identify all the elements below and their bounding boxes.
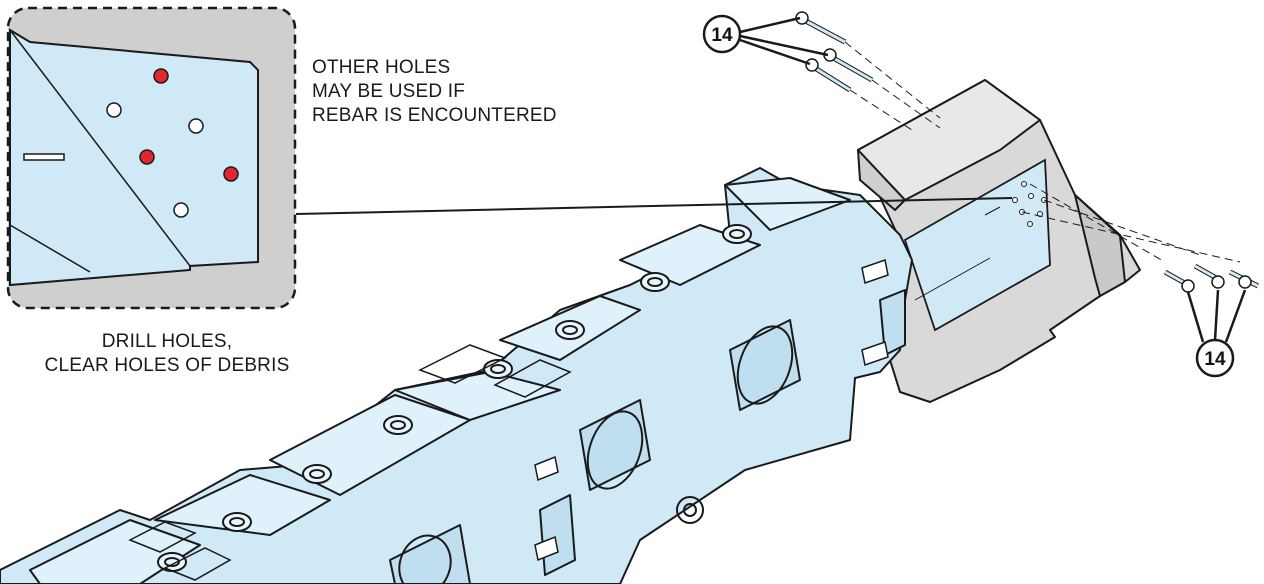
part-badge-top: 14 <box>702 14 829 66</box>
top-recesses <box>128 344 572 581</box>
note-line: MAY BE USED IF <box>312 81 466 102</box>
part-badge-right: 14 <box>1186 289 1247 378</box>
alignment-lines <box>844 41 1241 263</box>
anchor-bolts-right <box>1163 263 1260 293</box>
svg-text:14: 14 <box>711 25 733 46</box>
plate-holes <box>1012 181 1047 227</box>
svg-text:14: 14 <box>1204 349 1226 370</box>
detail-holes <box>106 68 239 218</box>
connector-pins <box>534 259 889 562</box>
anchor-bolts-top <box>795 11 874 93</box>
drill-holes-note: DRILL HOLES, CLEAR HOLES OF DEBRIS <box>22 330 312 378</box>
note-line: REBAR IS ENCOUNTERED <box>312 105 557 126</box>
detail-leader-line <box>295 197 1013 215</box>
detail-inset <box>6 6 297 310</box>
barrier-segments <box>0 167 913 584</box>
fill-caps <box>157 224 752 572</box>
note-line: CLEAR HOLES OF DEBRIS <box>44 355 290 376</box>
note-line: DRILL HOLES, <box>101 331 233 352</box>
other-holes-note: OTHER HOLES MAY BE USED IF REBAR IS ENCO… <box>312 56 557 128</box>
note-line: OTHER HOLES <box>312 57 451 78</box>
side-windows <box>398 325 794 584</box>
